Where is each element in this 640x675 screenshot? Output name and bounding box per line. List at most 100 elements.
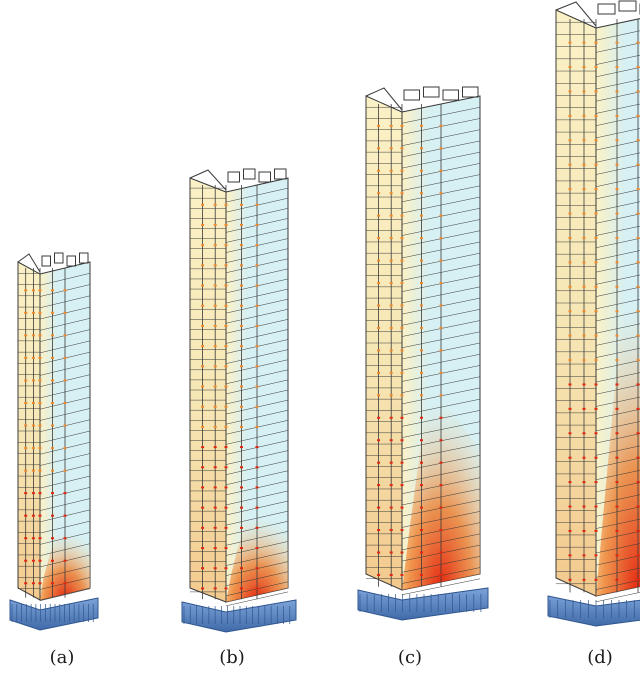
joint-marker	[582, 285, 586, 288]
foundation-base	[547, 595, 640, 627]
joint-marker	[439, 551, 443, 554]
joint-marker	[240, 446, 243, 449]
joint-marker	[615, 432, 619, 435]
crown-notch	[274, 168, 287, 180]
joint-marker	[568, 261, 572, 264]
joint-marker	[213, 587, 217, 590]
joint-marker	[615, 212, 619, 215]
joint-marker	[582, 578, 586, 581]
joint-marker	[615, 529, 619, 532]
joint-marker	[240, 365, 243, 368]
joint-marker	[420, 394, 423, 397]
joint-marker	[224, 405, 228, 408]
joint-marker	[636, 139, 640, 142]
joint-marker	[636, 505, 640, 508]
joint-marker	[224, 244, 228, 247]
joint-marker	[389, 282, 393, 285]
joint-marker	[439, 529, 443, 532]
joint-marker	[568, 407, 572, 410]
joint-marker	[201, 304, 205, 307]
foundation-base	[181, 599, 297, 633]
joint-marker	[420, 484, 423, 487]
joint-marker	[63, 402, 67, 404]
joint-marker	[31, 447, 35, 450]
joint-marker	[400, 349, 404, 352]
tower-b	[181, 168, 297, 633]
joint-marker	[389, 237, 393, 240]
joint-marker	[615, 456, 619, 459]
joint-marker	[24, 334, 28, 337]
joint-marker	[420, 237, 423, 240]
joint-marker	[240, 506, 243, 509]
joint-marker	[31, 492, 35, 495]
joint-marker	[213, 244, 217, 247]
joint-marker	[377, 394, 381, 397]
joint-marker	[240, 345, 243, 348]
joint-marker	[38, 311, 42, 314]
joint-marker	[38, 559, 42, 562]
joint-marker	[38, 289, 42, 292]
joint-marker	[224, 264, 228, 267]
joint-marker	[568, 578, 572, 581]
joint-marker	[240, 567, 243, 570]
joint-marker	[582, 236, 586, 239]
joint-marker	[240, 587, 243, 590]
joint-marker	[377, 124, 381, 127]
joint-marker	[636, 334, 640, 337]
joint-marker	[201, 203, 205, 206]
joint-marker	[240, 405, 243, 408]
joint-marker	[439, 124, 443, 127]
foundation-base	[357, 587, 489, 621]
joint-marker	[63, 469, 67, 472]
joint-marker	[31, 356, 35, 359]
joint-marker	[377, 214, 381, 217]
joint-marker	[201, 506, 205, 509]
joint-marker	[224, 385, 228, 388]
joint-marker	[255, 587, 259, 590]
joint-marker	[389, 394, 393, 397]
joint-marker	[31, 559, 35, 562]
joint-marker	[389, 416, 393, 419]
joint-marker	[582, 334, 586, 337]
joint-marker	[636, 261, 640, 264]
joint-marker	[213, 365, 217, 368]
joint-marker	[420, 147, 423, 150]
joint-marker	[400, 192, 404, 195]
joint-marker	[615, 334, 619, 337]
joint-marker	[63, 559, 67, 562]
joint-marker	[24, 469, 28, 472]
joint-marker	[615, 41, 619, 44]
joint-marker	[377, 371, 381, 374]
joint-marker	[255, 506, 259, 509]
joint-marker	[24, 582, 28, 585]
joint-marker	[255, 405, 259, 408]
joint-marker	[582, 90, 586, 93]
joint-marker	[636, 481, 640, 484]
joint-marker	[224, 587, 228, 590]
joint-marker	[63, 537, 67, 540]
joint-marker	[201, 264, 205, 267]
joint-marker	[255, 365, 259, 368]
joint-marker	[594, 163, 598, 166]
joint-marker	[24, 559, 28, 562]
joint-marker	[636, 359, 640, 362]
joint-marker	[615, 407, 619, 410]
joint-marker	[420, 124, 423, 127]
joint-marker	[615, 66, 619, 69]
joint-marker	[201, 526, 205, 529]
joint-marker	[615, 285, 619, 288]
joint-marker	[568, 529, 572, 532]
joint-marker	[582, 139, 586, 142]
tower-d	[547, 0, 640, 627]
joint-marker	[420, 506, 423, 509]
joint-marker	[38, 334, 42, 337]
joint-marker	[568, 456, 572, 459]
joint-marker	[201, 223, 205, 226]
joint-marker	[594, 261, 598, 264]
joint-marker	[377, 506, 381, 509]
joint-marker	[582, 505, 586, 508]
joint-marker	[439, 394, 443, 397]
joint-marker	[420, 304, 423, 307]
joint-marker	[389, 147, 393, 150]
